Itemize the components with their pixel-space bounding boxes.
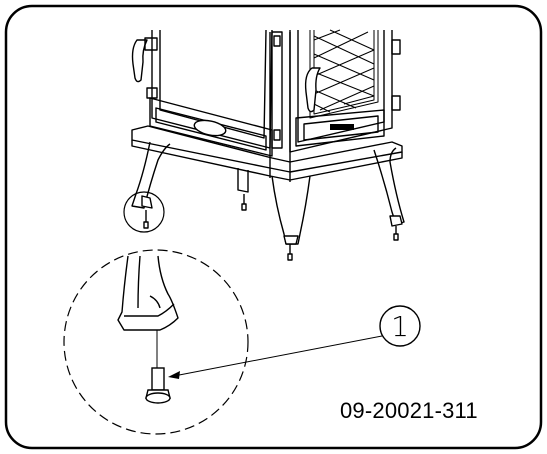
callout-leader	[168, 335, 383, 379]
stove-legs	[131, 141, 405, 261]
drawing-code: 09-20021-311	[340, 398, 478, 423]
callout-number: 1	[391, 310, 409, 343]
callout-circle	[379, 305, 421, 347]
outer-frame	[4, 4, 543, 450]
lattice-window	[309, 29, 379, 119]
adjustable-foot-screw	[145, 367, 171, 404]
detail-view-circle	[63, 249, 249, 435]
stove-body	[131, 29, 403, 182]
detail-marker-circle	[123, 191, 165, 233]
detail-view	[63, 249, 249, 435]
